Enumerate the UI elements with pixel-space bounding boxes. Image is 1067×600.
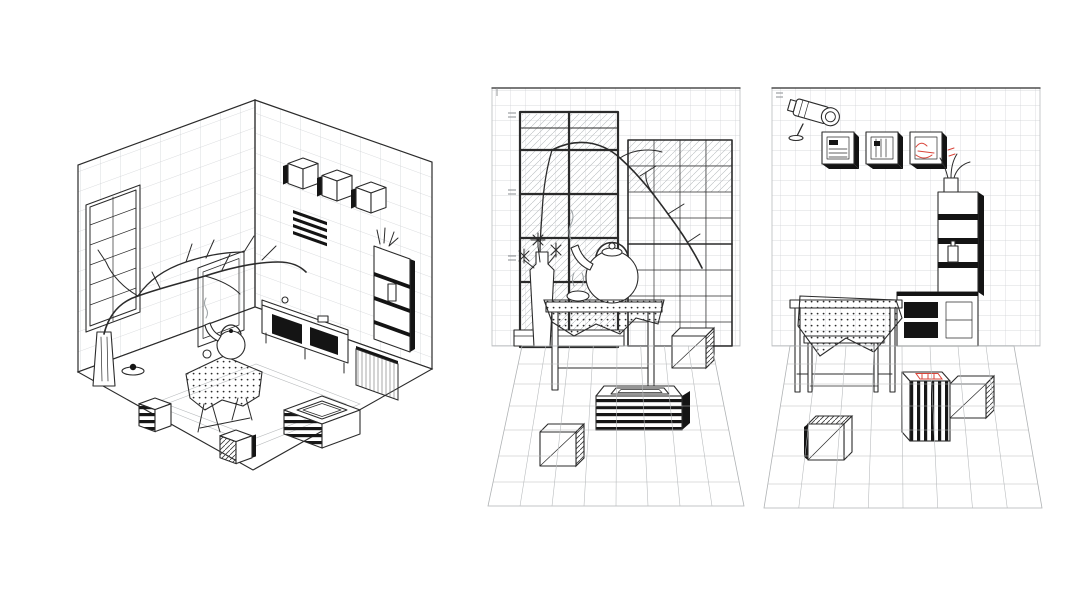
tablecloth <box>543 299 665 337</box>
branch-arrangement <box>97 235 307 335</box>
floor-vase <box>92 331 116 387</box>
panel-isometric-view <box>76 99 434 471</box>
slatted-cabinet <box>355 346 399 401</box>
panel-side-elevation <box>763 87 1043 509</box>
picture-frame-red-sketch <box>909 131 947 169</box>
stove-console <box>261 296 349 374</box>
tree-branch <box>539 141 703 269</box>
picture-frame-2 <box>865 131 903 169</box>
wall-shelf-right <box>937 153 984 296</box>
louvered-window <box>85 184 141 333</box>
picture-frame-1 <box>821 131 859 169</box>
teapot-front <box>568 209 639 304</box>
table-with-cloth <box>789 295 903 393</box>
steaming-bowl <box>566 272 590 302</box>
wall-cubes <box>283 157 387 214</box>
tea-table <box>185 355 263 433</box>
cube-stool-right <box>949 374 995 420</box>
panel-front-elevation <box>487 87 745 507</box>
spotlight <box>787 98 840 142</box>
cube-stool-left <box>138 397 172 433</box>
dimension-marks <box>496 88 516 261</box>
brazier-red-tray <box>901 371 951 442</box>
flower-vase <box>518 232 562 348</box>
floor-grid <box>487 345 745 507</box>
wall-stripes <box>293 210 327 247</box>
red-wall-marks <box>947 147 956 157</box>
cabinet-black-drawers <box>896 291 979 347</box>
wall-shelf <box>373 227 415 353</box>
cube-stool-front <box>219 429 256 465</box>
brazier-front <box>595 385 690 431</box>
small-dish <box>121 363 145 376</box>
cube-stool-right <box>671 326 715 370</box>
brazier-iso <box>283 395 361 449</box>
dimension-marks <box>776 92 783 98</box>
teapot-iso <box>202 297 246 360</box>
draped-cloth <box>797 295 903 357</box>
floor-grid <box>763 345 1043 509</box>
cube-stool-left <box>804 415 854 461</box>
